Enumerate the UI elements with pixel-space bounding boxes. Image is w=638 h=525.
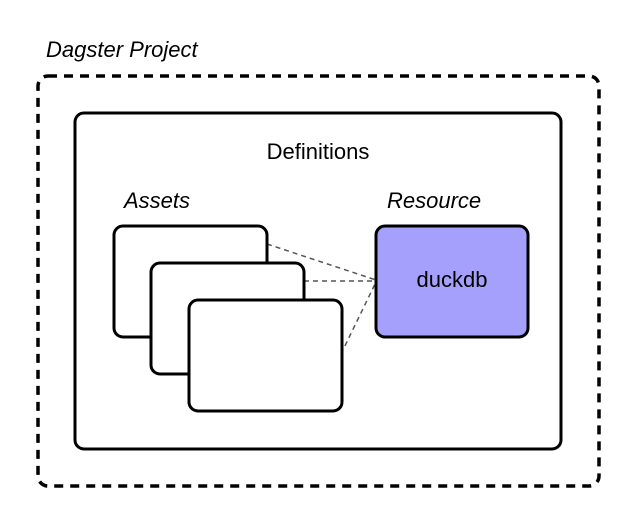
- connector-3: [340, 281, 377, 355]
- resource-box: [374, 224, 530, 339]
- asset-card: [187, 298, 344, 413]
- project-label: Dagster Project: [46, 37, 199, 62]
- connector-1: [266, 243, 377, 281]
- resource-name: duckdb: [417, 267, 488, 292]
- definitions-label: Definitions: [267, 139, 370, 164]
- asset-stack: [112, 224, 344, 413]
- project-boundary: [36, 74, 601, 488]
- resource-label: Resource: [387, 188, 481, 213]
- asset-resource-connectors: [266, 243, 377, 355]
- assets-label: Assets: [122, 188, 190, 213]
